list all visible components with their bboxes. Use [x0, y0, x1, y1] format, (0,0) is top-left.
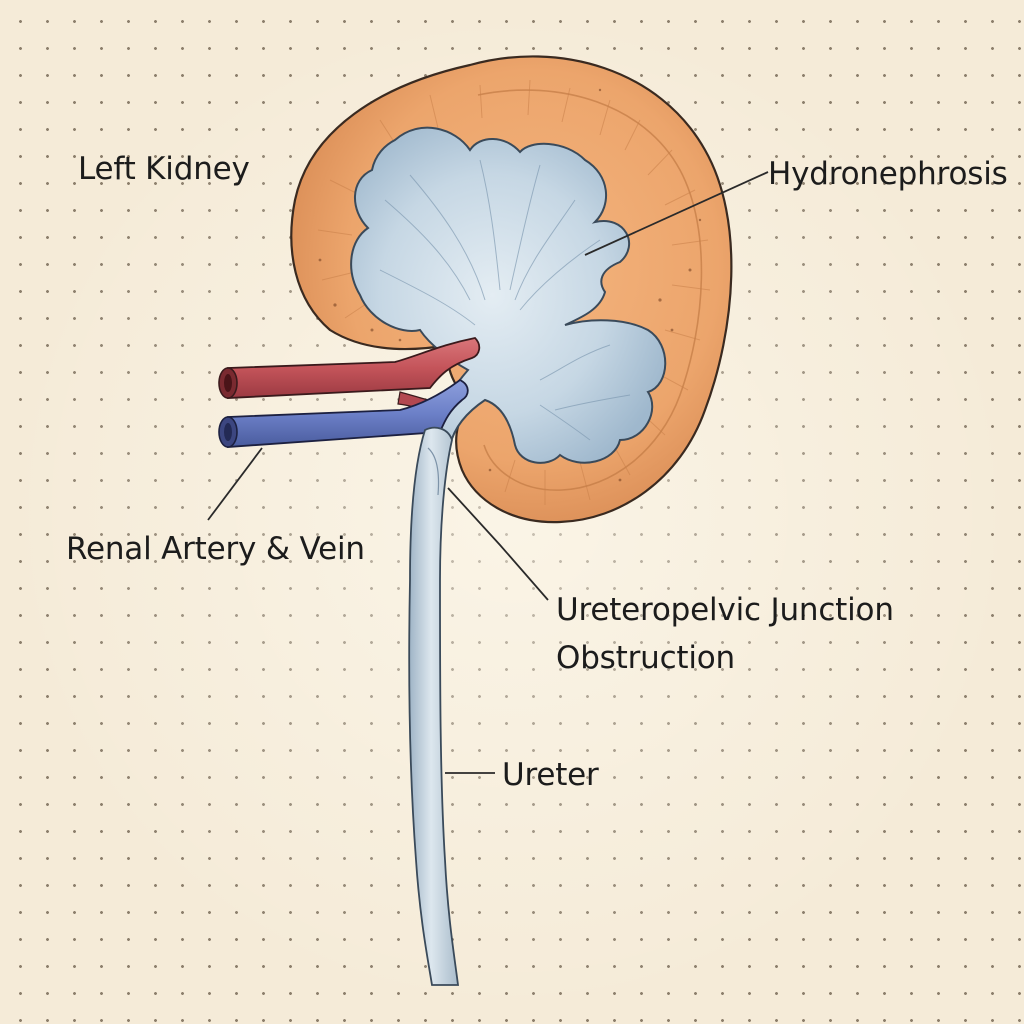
renal-vessels-label: Renal Artery & Vein: [66, 531, 365, 567]
leader-lines: [207, 171, 769, 774]
ureter-tube: [408, 426, 460, 986]
upj-label-line2: Obstruction: [556, 640, 736, 676]
hydronephrosis-label: Hydronephrosis: [768, 156, 1008, 192]
renal-vein-lumen: [224, 423, 232, 441]
dilated-renal-pelvis: [350, 126, 667, 464]
leader-hydronephrosis: [584, 171, 769, 256]
kidney-medulla-edge: [477, 89, 703, 491]
renal-artery-lumen: [224, 374, 232, 392]
leader-renal-vessels: [207, 447, 263, 521]
upj-obstruction-label: Ureteropelvic Junction Obstruction: [556, 586, 894, 682]
leader-upj: [447, 487, 549, 601]
ureter-label: Ureter: [502, 757, 599, 793]
renal-artery: [227, 337, 481, 399]
pelvis-texture: [379, 159, 631, 441]
left-kidney-label: Left Kidney: [78, 151, 250, 187]
renal-vein: [227, 378, 469, 448]
ureter-narrowing-mark: [427, 447, 440, 496]
upj-label-line1: Ureteropelvic Junction: [556, 592, 894, 628]
